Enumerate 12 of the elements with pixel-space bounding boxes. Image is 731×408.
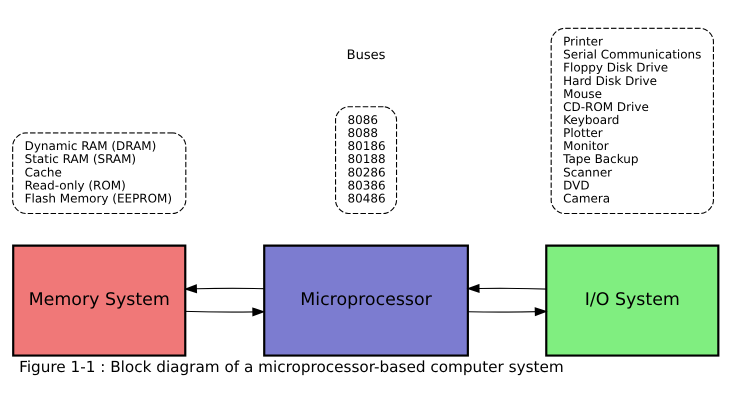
node-box: Memory System bbox=[12, 244, 186, 356]
arrow bbox=[184, 284, 264, 293]
label: Buses bbox=[346, 47, 386, 62]
node-box: 8086 8088 80186 80188 80286 80386 80486 bbox=[335, 106, 398, 214]
arrow bbox=[186, 306, 266, 316]
arrow bbox=[468, 306, 548, 316]
node-box: Microprocessor bbox=[263, 244, 469, 356]
node-box: Printer Serial Communications Floppy Disk Drive Hard Disk Drive Mouse CD-ROM Drive Keyboard Plotter Monitor Tape Backup Scanner DVD Camera bbox=[550, 27, 714, 214]
node-box: Dynamic RAM (DRAM) Static RAM (SRAM) Cache Read-only (ROM) Flash Memory (EEPROM) bbox=[12, 132, 186, 214]
arrow bbox=[466, 283, 546, 293]
caption: Figure 1-1 : Block diagram of a microprocessor-based computer system bbox=[19, 358, 564, 376]
node-box: I/O System bbox=[545, 244, 720, 356]
